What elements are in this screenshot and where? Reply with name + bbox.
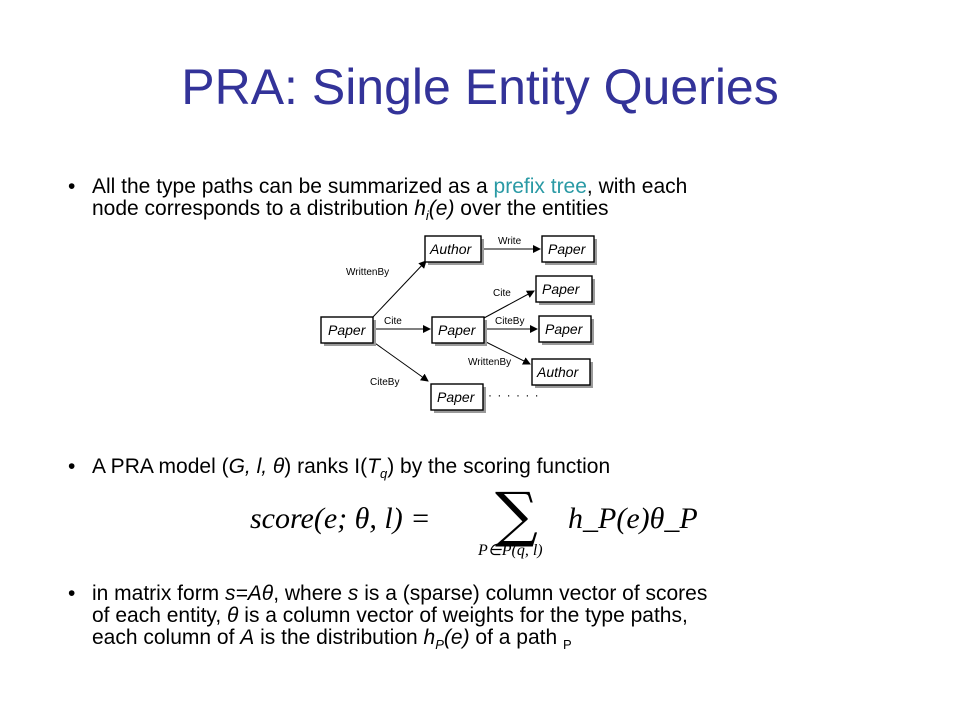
bullet-marker: • — [68, 582, 76, 605]
h-symbol: h — [414, 197, 426, 220]
edge-writtenby — [371, 260, 427, 319]
node-paper-write: Paper — [541, 235, 597, 265]
text: All the type paths can be summarized as … — [92, 175, 494, 198]
svg-text:Author: Author — [536, 364, 580, 380]
a-symbol: A — [240, 626, 255, 649]
text: of each entity, — [92, 604, 228, 627]
node-author-writtenby: Author — [531, 358, 593, 388]
subscript-p: P — [435, 637, 444, 653]
bullet-line: node corresponds to a distribution hi(e)… — [92, 198, 892, 227]
text: A PRA model ( — [92, 455, 229, 478]
subscript-i: i — [425, 208, 429, 224]
edge-label: Write — [498, 236, 522, 247]
matrix-eq: s=Aθ — [225, 582, 274, 605]
scoring-formula: score(e; θ, l) = ∑ P∈P(q, l) h_P(e)θ_P — [250, 480, 720, 570]
edge-label: Cite — [384, 316, 402, 327]
prefix-tree-diagram: WrittenBy Write Cite CiteBy Cite CiteBy … — [320, 235, 597, 413]
svg-text:Paper: Paper — [328, 322, 367, 338]
text: is a (sparse) column vector of scores — [358, 582, 708, 605]
model-params: G, l, θ — [228, 455, 285, 478]
bullet-line: All the type paths can be summarized as … — [92, 176, 892, 198]
svg-text:Paper: Paper — [437, 389, 476, 405]
text: each column of — [92, 626, 241, 649]
node-paper-low: Paper — [430, 383, 486, 413]
text: over the entities — [454, 197, 609, 220]
edge-label: Cite — [493, 288, 511, 299]
bullet-line: of each entity, θ is a column vector of … — [92, 605, 912, 627]
bullet-line: in matrix form s=Aθ, where s is a (spars… — [92, 583, 912, 605]
edge-cite-2 — [483, 290, 535, 319]
bullet-marker: • — [68, 175, 76, 198]
text: is the distribution — [254, 626, 424, 649]
edge-label: WrittenBy — [468, 357, 511, 368]
formula-rhs: h_P(e)θ_P — [568, 502, 698, 535]
edge-label: CiteBy — [370, 377, 399, 388]
svg-text:Paper: Paper — [542, 281, 581, 297]
sum-subscript: P∈P(q, l) — [478, 542, 543, 559]
bullet-pra-model: • A PRA model (G, l, θ) ranks I(Tq) by t… — [68, 455, 892, 485]
subscript-q: q — [379, 466, 388, 482]
bullet-prefix-tree: • All the type paths can be summarized a… — [68, 176, 892, 227]
svg-text:Author: Author — [429, 241, 473, 257]
bullet-marker: • — [68, 455, 76, 478]
node-author: Author — [424, 235, 484, 265]
text: ) by the scoring function — [387, 455, 611, 478]
svg-text:Paper: Paper — [548, 241, 587, 257]
bullet-matrix-form: • in matrix form s=Aθ, where s is a (spa… — [68, 583, 912, 656]
edge-writtenby-2 — [483, 340, 531, 365]
t-symbol: T — [367, 455, 380, 478]
e-arg: (e) — [443, 626, 470, 649]
theta-symbol: θ — [227, 604, 239, 627]
sum-symbol: ∑ — [495, 480, 538, 550]
text: is a column vector of weights for the ty… — [238, 604, 688, 627]
edge-label: CiteBy — [495, 316, 524, 327]
edge-citeby — [371, 340, 429, 382]
text: of a path — [469, 626, 563, 649]
edge-label: WrittenBy — [346, 267, 389, 278]
slide-title: PRA: Single Entity Queries — [181, 59, 779, 115]
h-symbol: h — [423, 626, 436, 649]
s-symbol: s — [347, 582, 359, 605]
text: , with each — [586, 175, 688, 198]
bullet-line: each column of A is the distribution hP(… — [92, 627, 912, 656]
text: , where — [273, 582, 348, 605]
text: ) ranks I( — [284, 455, 368, 478]
e-arg: (e) — [428, 197, 455, 220]
node-paper-root: Paper — [320, 316, 376, 346]
ellipsis: · · · · · · — [488, 388, 540, 402]
formula-lhs: score(e; θ, l) = — [250, 502, 431, 535]
node-paper-citeby: Paper — [538, 315, 594, 345]
text: in matrix form — [92, 582, 226, 605]
svg-text:Paper: Paper — [438, 322, 477, 338]
text: node corresponds to a distribution — [92, 197, 415, 220]
node-paper-cite: Paper — [535, 275, 595, 305]
node-paper-mid: Paper — [431, 316, 487, 346]
prefix-tree-highlight: prefix tree — [493, 175, 587, 198]
svg-text:Paper: Paper — [545, 321, 584, 337]
subscript-p: P — [562, 637, 572, 653]
